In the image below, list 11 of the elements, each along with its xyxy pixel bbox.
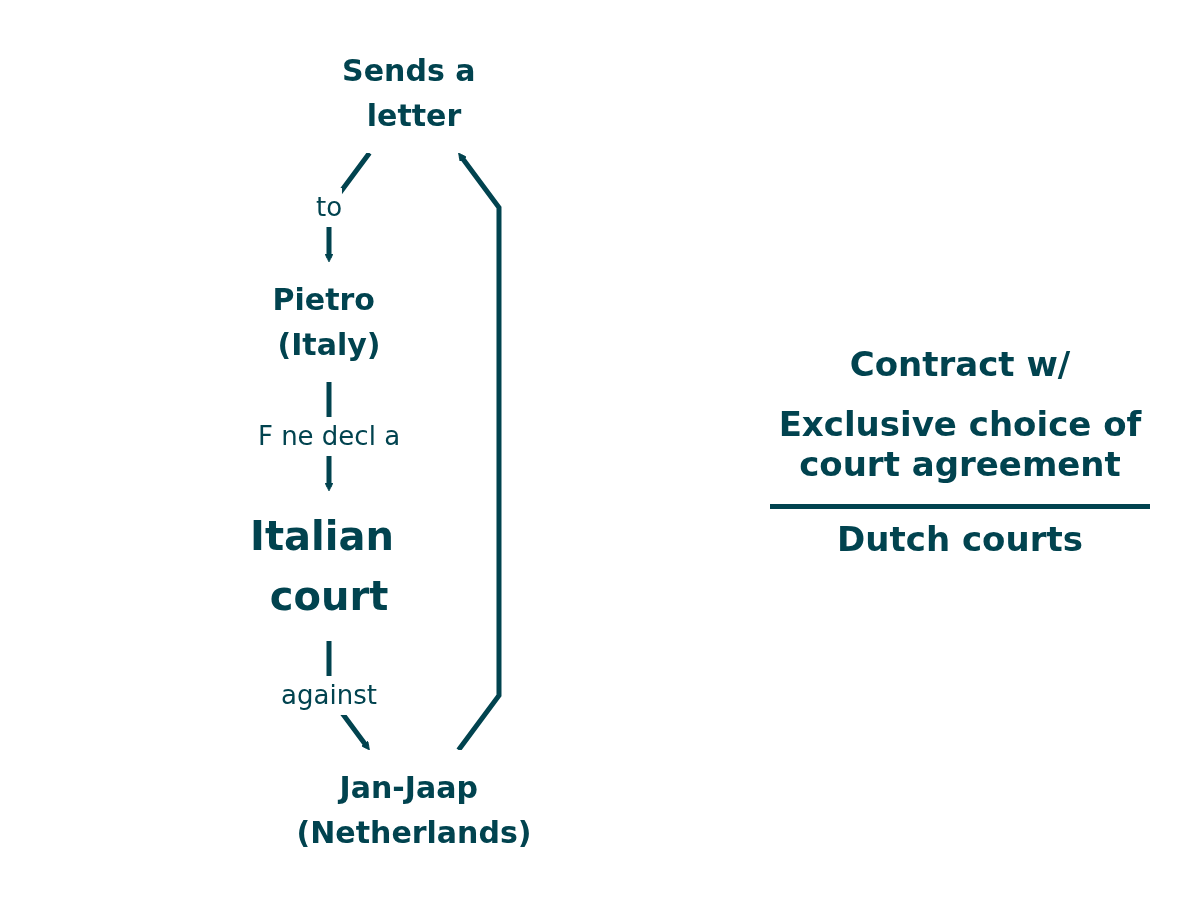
edge-label: F ne decl a xyxy=(257,420,400,451)
edge-label: against xyxy=(280,679,377,710)
node-text: Jan-Jaap (Netherlands) xyxy=(296,769,532,850)
node-text: Pietro (Italy) xyxy=(272,281,381,362)
arrow xyxy=(456,152,502,751)
node-text: Italian court xyxy=(249,512,394,619)
edge-label: to xyxy=(315,191,342,222)
note-text: Exclusive choice of court agreement xyxy=(777,403,1143,484)
node-text: Sends a letter xyxy=(341,52,476,133)
note-text: Contract w/ xyxy=(849,343,1071,384)
note-text: Dutch courts xyxy=(770,503,1150,559)
